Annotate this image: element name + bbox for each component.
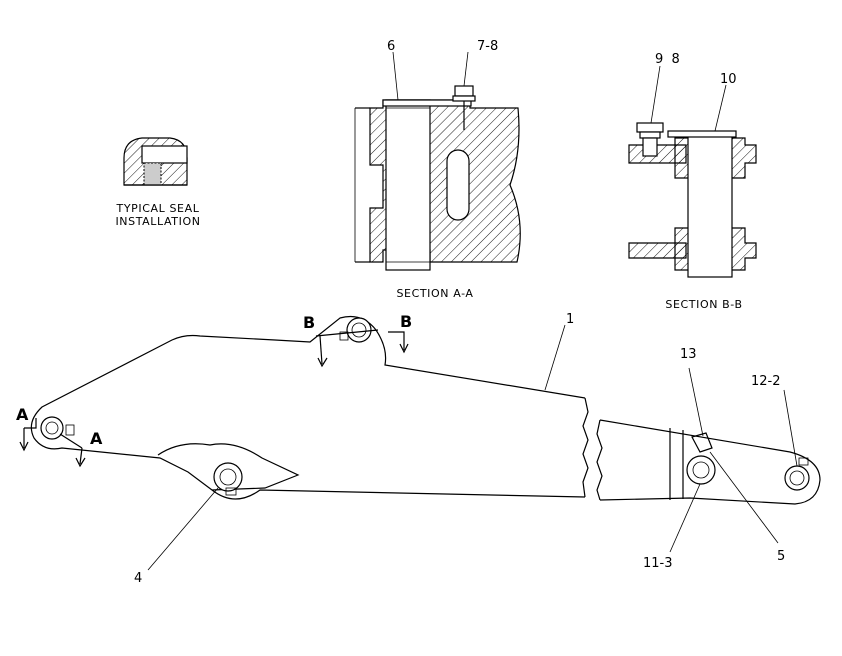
section-a-mark-left: A xyxy=(16,405,29,424)
typical-seal-caption-line2: INSTALLATION xyxy=(115,215,200,228)
callout-11-3: 11-3 xyxy=(643,556,673,571)
callout-12-2: 12-2 xyxy=(751,374,781,389)
callout-9-8: 9 8 xyxy=(655,52,680,67)
section-b-mark-left: B xyxy=(303,313,315,332)
section-b-b: 9 8 10 SECTION B-B xyxy=(628,52,757,311)
section-a-mark-right: A xyxy=(90,429,103,448)
callout-13: 13 xyxy=(680,347,697,362)
callout-5: 5 xyxy=(777,549,785,564)
callout-1: 1 xyxy=(566,312,574,327)
section-b-b-caption: SECTION B-B xyxy=(665,298,742,311)
typical-seal-caption-line1: TYPICAL SEAL xyxy=(116,202,200,215)
section-a-a: 6 7-8 SECTION A-A xyxy=(354,39,521,300)
callout-7-8: 7-8 xyxy=(477,39,498,54)
callout-6: 6 xyxy=(387,39,395,54)
section-a-a-caption: SECTION A-A xyxy=(396,287,473,300)
callout-4: 4 xyxy=(134,571,142,586)
section-b-mark-right: B xyxy=(400,312,412,331)
callout-10: 10 xyxy=(720,72,737,87)
typical-seal-detail: TYPICAL SEAL INSTALLATION xyxy=(115,137,200,228)
boom-assembly: A A B B 1 4 13 5 11-3 12-2 xyxy=(16,312,821,586)
